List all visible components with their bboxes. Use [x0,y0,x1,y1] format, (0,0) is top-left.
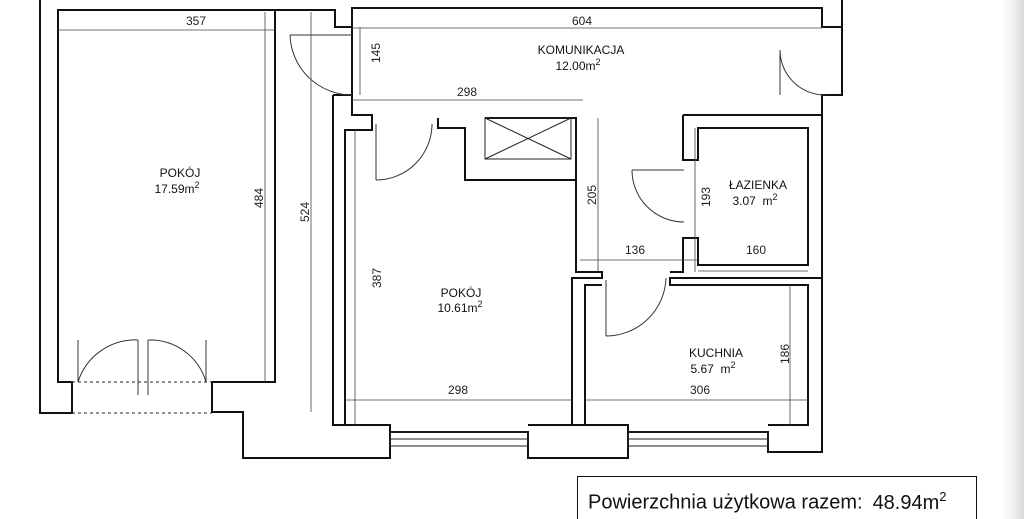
room-area-pokoj-2: 10.61m2 [437,299,482,315]
room-name-pokoj-1: POKÓJ [160,165,201,180]
dim-passage-width: 136 [625,243,645,257]
windows [389,431,769,447]
dim-kitchen-width: 306 [690,383,710,397]
total-area-label: Powierzchnia użytkowa razem: [588,491,863,514]
dim-room2-width: 298 [448,383,468,397]
vent-shaft [484,117,572,160]
dim-room1-height: 524 [298,202,312,222]
floor-plan: 357 604 145 298 484 524 387 298 205 136 … [39,0,843,459]
room-name-kuchnia: KUCHNIA [689,346,743,360]
total-area-box: Powierzchnia użytkowa razem: 48.94m2 [577,476,977,519]
doors [72,34,826,414]
scan-edge [1000,0,1024,519]
dim-room2-height: 387 [370,268,384,288]
room-name-lazienka: ŁAZIENKA [729,178,787,192]
dim-bath-height: 193 [699,187,713,207]
dim-corridor-height: 145 [369,43,383,63]
dim-top-left: 357 [186,14,206,28]
dim-wc-depth: 205 [585,185,599,205]
dim-bath-width: 160 [746,243,766,257]
dimension-labels: 357 604 145 298 484 524 387 298 205 136 … [186,14,792,397]
dim-room1-inner-height: 484 [252,188,266,208]
total-area-value: 48.94m [872,491,940,514]
outer-walls [39,0,843,459]
room-area-pokoj-1: 17.59m2 [154,180,199,196]
dim-corridor-width: 298 [457,85,477,99]
room-area-kuchnia: 5.67 m2 [690,360,735,376]
room-area-lazienka: 3.07 m2 [732,192,777,208]
room-labels: POKÓJ 17.59m2 KOMUNIKACJA 12.00m2 POKÓJ … [154,43,787,376]
total-area-unit-sup: 2 [939,489,947,504]
room-area-komunikacja: 12.00m2 [555,57,600,73]
dimension-lines [58,12,822,425]
room-name-pokoj-2: POKÓJ [441,285,482,300]
dim-kitchen-height: 186 [778,344,792,364]
room-name-komunikacja: KOMUNIKACJA [538,43,625,57]
inner-walls [332,95,822,432]
dim-top-right: 604 [572,14,592,28]
